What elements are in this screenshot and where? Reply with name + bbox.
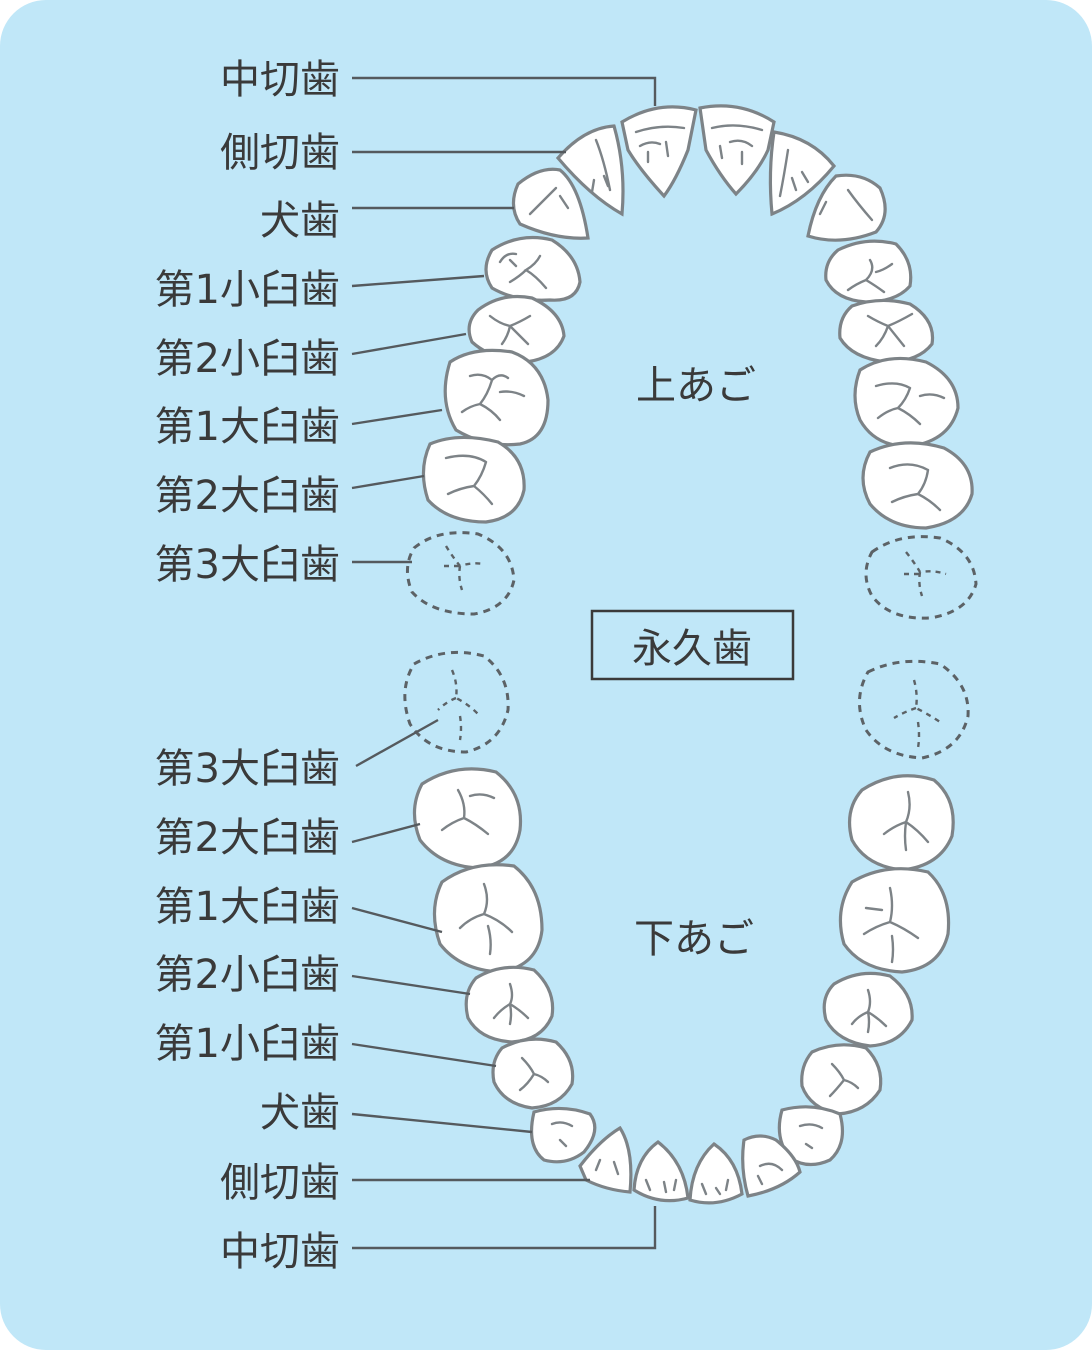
upper-first-molar-left <box>443 348 550 447</box>
upper-jaw-label: 上あご <box>636 363 756 409</box>
leader-lower-first-molar <box>351 906 443 934</box>
label-upper-central-incisor: 中切歯 <box>220 57 340 103</box>
upper-lateral-incisor-left <box>555 124 625 217</box>
lower-canine-left <box>530 1106 597 1164</box>
upper-first-molar-right <box>853 356 960 448</box>
lower-second-molar-left <box>412 767 523 870</box>
upper-leader-lines <box>351 76 657 564</box>
leader-lower-third-molar <box>355 718 439 768</box>
lower-central-incisor-right <box>688 1141 744 1205</box>
label-lower-third-molar: 第3大臼歯 <box>155 746 340 792</box>
lower-lateral-incisor-right <box>741 1134 802 1198</box>
lower-lateral-incisor-left <box>578 1125 633 1194</box>
lower-third-molar-left <box>403 650 510 754</box>
center-title-box <box>590 609 795 681</box>
lower-second-premolar-right <box>822 971 914 1048</box>
label-upper-second-molar: 第2大臼歯 <box>155 473 340 519</box>
label-upper-third-molar: 第3大臼歯 <box>155 542 340 588</box>
leader-upper-first-molar <box>351 408 443 426</box>
leader-upper-central-incisor <box>352 76 657 106</box>
leader-lower-canine <box>351 1112 533 1134</box>
leader-upper-second-molar <box>351 474 425 490</box>
label-upper-first-molar: 第1大臼歯 <box>155 404 340 450</box>
lower-first-molar-left <box>432 863 544 974</box>
lower-central-incisor-left <box>632 1140 690 1203</box>
upper-lateral-incisor-right <box>768 130 837 217</box>
leader-lower-second-molar <box>351 822 421 844</box>
lower-first-premolar-left <box>491 1037 575 1110</box>
label-lower-central-incisor: 中切歯 <box>220 1229 340 1275</box>
upper-second-molar-left <box>421 435 526 524</box>
lower-first-premolar-right <box>800 1043 883 1116</box>
label-upper-second-premolar: 第2小臼歯 <box>155 336 340 382</box>
upper-second-premolar-left <box>467 294 566 364</box>
leader-upper-first-premolar <box>351 274 485 288</box>
lower-first-molar-right <box>838 867 951 974</box>
upper-third-molar-right <box>864 535 978 620</box>
lower-labels: 第3大臼歯 第2大臼歯 第1大臼歯 第2小臼歯 第1小臼歯 犬歯 側切歯 中切歯 <box>155 746 340 1275</box>
upper-first-premolar-left <box>484 235 582 302</box>
upper-second-molar-right <box>861 441 974 530</box>
label-upper-canine: 犬歯 <box>260 198 340 244</box>
upper-canine-right <box>806 173 887 242</box>
label-upper-lateral-incisor: 側切歯 <box>220 130 340 176</box>
label-lower-canine: 犬歯 <box>260 1090 340 1136</box>
lower-second-premolar-left <box>464 965 555 1044</box>
leader-lower-central-incisor <box>352 1206 657 1250</box>
lower-jaw-label: 下あご <box>634 916 754 962</box>
label-lower-lateral-incisor: 側切歯 <box>220 1160 340 1206</box>
label-lower-first-molar: 第1大臼歯 <box>155 884 340 930</box>
leader-lower-second-premolar <box>351 974 471 996</box>
upper-second-premolar-right <box>838 298 935 364</box>
upper-central-incisor-right <box>698 104 776 197</box>
label-upper-first-premolar: 第1小臼歯 <box>155 267 340 313</box>
lower-second-molar-right <box>848 774 955 872</box>
lower-third-molar-right <box>858 659 970 760</box>
label-lower-second-premolar: 第2小臼歯 <box>155 952 340 998</box>
lower-arch <box>403 650 970 1205</box>
leader-lower-first-premolar <box>351 1042 497 1068</box>
lower-leader-lines <box>351 718 657 1250</box>
label-lower-first-premolar: 第1小臼歯 <box>155 1021 340 1067</box>
upper-arch <box>406 104 978 620</box>
upper-labels: 中切歯 側切歯 犬歯 第1小臼歯 第2小臼歯 第1大臼歯 第2大臼歯 第3大臼歯 <box>155 57 340 588</box>
leader-upper-second-premolar <box>351 332 467 356</box>
label-lower-second-molar: 第2大臼歯 <box>155 815 340 861</box>
upper-third-molar-left <box>406 531 516 616</box>
upper-central-incisor-left <box>620 105 698 199</box>
center-title: 永久歯 <box>632 626 752 672</box>
upper-canine-left <box>511 167 590 240</box>
upper-first-premolar-right <box>824 239 913 304</box>
